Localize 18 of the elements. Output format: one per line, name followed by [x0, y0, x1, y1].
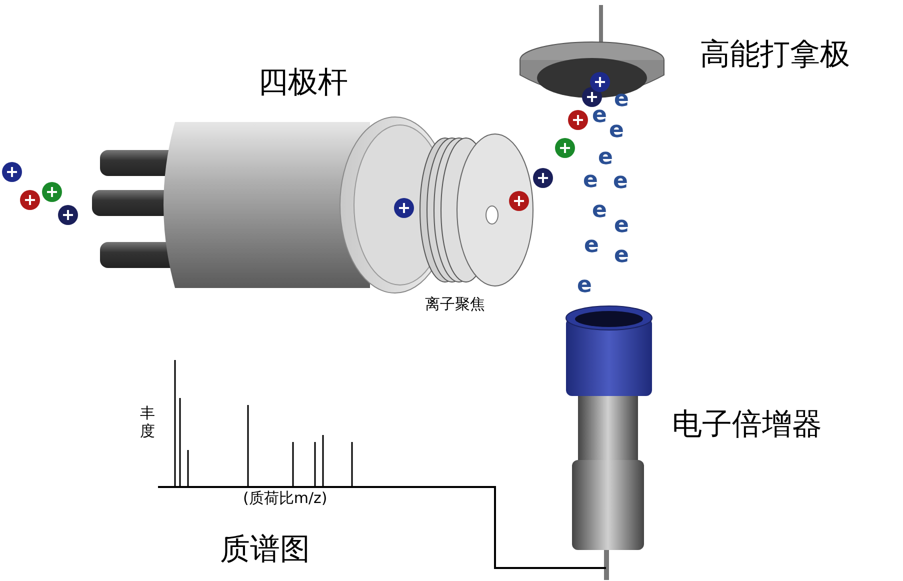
multiplier-label: 电子倍增器: [672, 408, 822, 441]
electron-symbol: e: [584, 234, 599, 258]
axis-label: 丰度: [140, 404, 156, 440]
axis-label: (质荷比m/z): [243, 490, 328, 506]
lens-label: 离子聚焦: [425, 296, 485, 312]
electron-symbol: e: [598, 146, 613, 170]
electron-symbol: e: [614, 88, 629, 112]
electron-symbol: e: [609, 119, 624, 144]
electron-symbol: e: [577, 274, 592, 298]
electron-symbol: e: [583, 169, 598, 194]
electron-symbol: e: [614, 214, 629, 238]
electron-symbol: e: [614, 244, 629, 268]
spectrum-label: 质谱图: [220, 533, 310, 566]
quadrupole-label: 四极杆: [258, 66, 348, 99]
electron-symbol: e: [613, 170, 628, 194]
electron-symbol: e: [592, 104, 607, 128]
electron-symbol: e: [592, 199, 607, 224]
dynode-label: 高能打拿极: [700, 38, 850, 71]
